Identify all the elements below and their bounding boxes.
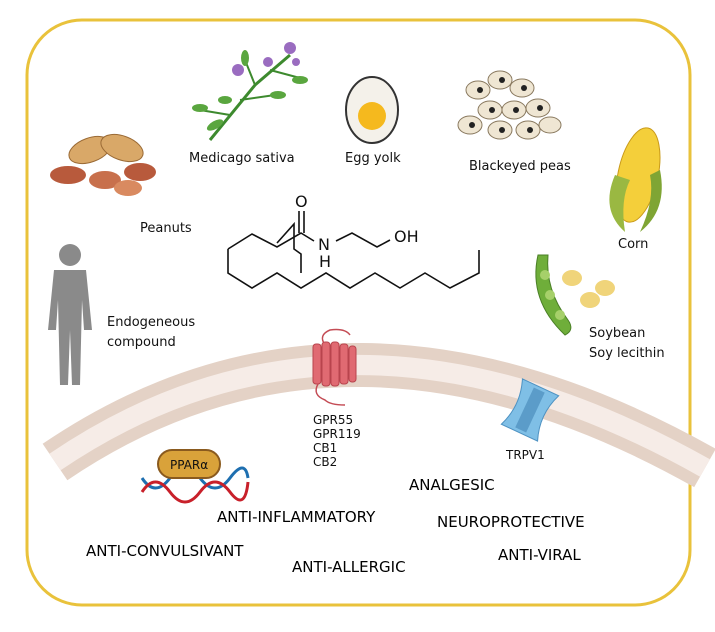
effect-anti-allergic: ANTI-ALLERGIC — [292, 558, 406, 576]
atom-hydrogen: H — [319, 252, 331, 271]
label-endogenous-2: compound — [107, 335, 176, 350]
label-soy-lecithin: Soy lecithin — [589, 346, 665, 361]
effect-anti-convulsivant: ANTI-CONVULSIVANT — [86, 542, 244, 560]
label-medicago: Medicago sativa — [189, 151, 295, 166]
gpcr-receptor-icon — [312, 328, 357, 406]
ppar-alpha-icon — [157, 449, 221, 479]
corn-icon — [609, 127, 662, 232]
label-endogenous-1: Endogeneous — [107, 315, 195, 330]
label-blackeyed-peas: Blackeyed peas — [469, 159, 571, 174]
receptor-trpv1: TRPV1 — [505, 448, 545, 462]
effect-anti-inflammatory: ANTI-INFLAMMATORY — [217, 508, 376, 526]
label-egg-yolk: Egg yolk — [345, 151, 401, 166]
peanuts-icon — [50, 133, 156, 196]
medicago-plant-icon — [192, 42, 308, 141]
effect-neuroprotective: NEUROPROTECTIVE — [437, 513, 585, 531]
receptor-ppar-alpha: PPARα — [170, 458, 208, 472]
trpv1-channel-icon — [500, 378, 560, 442]
egg-yolk-icon — [345, 76, 399, 144]
pea-molecule-structure — [227, 211, 480, 289]
receptor-cb1: CB1 — [313, 441, 337, 455]
effect-anti-viral: ANTI-VIRAL — [498, 546, 581, 564]
receptor-cb2: CB2 — [313, 455, 337, 469]
group-hydroxyl: OH — [394, 227, 419, 246]
human-silhouette-icon — [48, 244, 92, 385]
receptor-gpr119: GPR119 — [313, 427, 361, 441]
label-corn: Corn — [618, 237, 648, 252]
soybean-icon — [535, 254, 615, 336]
cell-membrane — [42, 343, 715, 488]
label-peanuts: Peanuts — [140, 221, 192, 236]
receptor-gpr55: GPR55 — [313, 413, 353, 427]
atom-nitrogen: N — [318, 235, 330, 254]
atom-oxygen: O — [295, 192, 308, 211]
effect-analgesic: ANALGESIC — [409, 476, 495, 494]
label-soybean: Soybean — [589, 326, 645, 341]
